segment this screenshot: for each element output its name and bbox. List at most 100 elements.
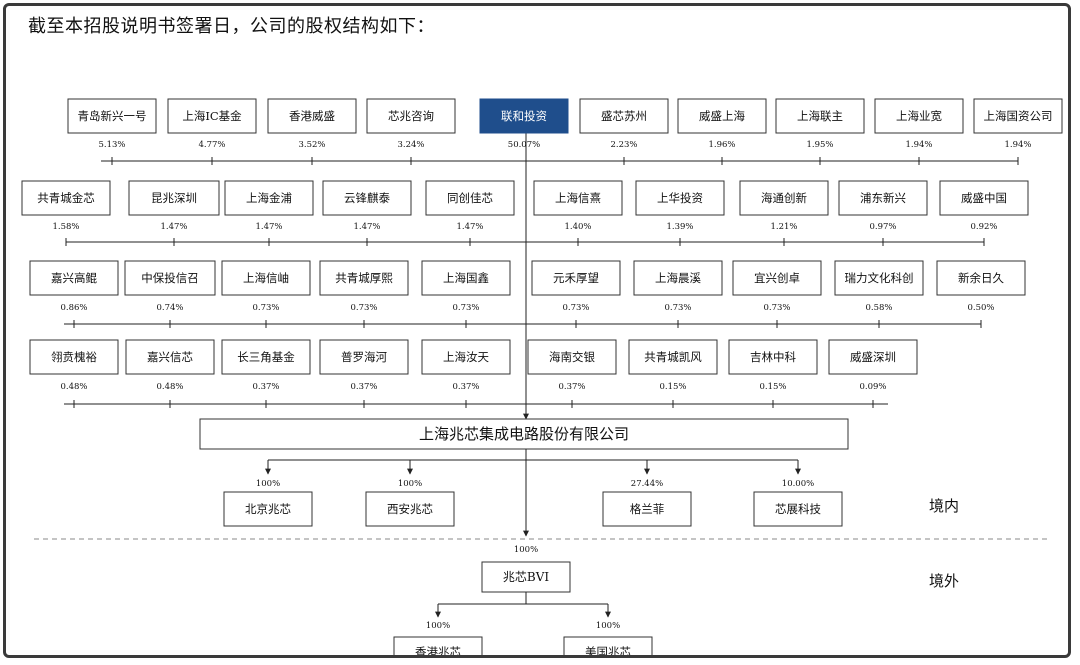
domestic-sub-4-box <box>753 491 843 527</box>
shareholder-1-5-box <box>479 98 569 134</box>
domestic-sub-3: 格兰菲 <box>602 491 692 527</box>
shareholder-2-10: 威盛中国 <box>939 180 1029 216</box>
shareholder-pct-4-8: 0.15% <box>759 382 786 392</box>
shareholder-pct-2-7: 1.39% <box>666 222 693 232</box>
domestic-sub-2: 西安兆芯 <box>365 491 455 527</box>
shareholder-2-9-box <box>838 180 928 216</box>
shareholder-pct-1-7: 1.96% <box>708 140 735 150</box>
shareholder-4-4: 普罗海河 <box>319 339 409 375</box>
shareholder-2-9: 浦东新兴 <box>838 180 928 216</box>
shareholder-3-8-box <box>732 260 822 296</box>
shareholder-pct-2-2: 1.47% <box>160 222 187 232</box>
shareholder-2-5-box <box>425 180 515 216</box>
shareholder-1-3: 香港威盛 <box>267 98 357 134</box>
shareholder-pct-3-3: 0.73% <box>252 303 279 313</box>
shareholder-3-8-label: 宜兴创卓 <box>754 271 800 285</box>
shareholder-3-9: 瑞力文化科创 <box>834 260 924 296</box>
shareholder-1-8-label: 上海联主 <box>797 109 843 123</box>
domestic-sub-1-label: 北京兆芯 <box>245 502 291 516</box>
shareholder-4-9-box <box>828 339 918 375</box>
shareholder-pct-1-8: 1.95% <box>806 140 833 150</box>
domestic-sub-4-label: 芯展科技 <box>775 502 821 516</box>
shareholder-3-9-label: 瑞力文化科创 <box>845 271 914 285</box>
overseas-sub-2: 美国兆芯 <box>563 636 653 658</box>
overseas-pct-1: 100% <box>426 621 450 631</box>
shareholder-4-7-box <box>628 339 718 375</box>
shareholder-4-5-box <box>421 339 511 375</box>
shareholder-pct-1-10: 1.94% <box>1004 140 1031 150</box>
shareholder-4-5-label: 上海汝天 <box>443 350 489 364</box>
shareholder-2-5-label: 同创佳芯 <box>447 191 493 205</box>
bvi-pct: 100% <box>514 545 538 555</box>
shareholder-4-8: 吉林中科 <box>728 339 818 375</box>
shareholder-3-9-box <box>834 260 924 296</box>
shareholder-1-2-label: 上海IC基金 <box>182 109 242 123</box>
shareholder-2-7: 上华投资 <box>635 180 725 216</box>
shareholder-2-10-label: 威盛中国 <box>961 191 1007 205</box>
shareholder-4-7: 共青城凯风 <box>628 339 718 375</box>
shareholder-2-1-box <box>21 180 111 216</box>
shareholder-pct-1-5: 50.07% <box>508 140 540 150</box>
shareholder-4-6: 海南交银 <box>527 339 617 375</box>
shareholder-4-2: 嘉兴信芯 <box>125 339 215 375</box>
shareholder-1-3-box <box>267 98 357 134</box>
page-heading: 截至本招股说明书签署日，公司的股权结构如下： <box>28 16 435 37</box>
domestic-sub-1: 北京兆芯 <box>223 491 313 527</box>
domestic-pct-1: 100% <box>256 479 280 489</box>
shareholder-3-1: 嘉兴高鲲 <box>29 260 119 296</box>
shareholder-pct-4-2: 0.48% <box>156 382 183 392</box>
shareholder-1-1: 青岛新兴一号 <box>67 98 157 134</box>
domestic-sub-1-box <box>223 491 313 527</box>
shareholder-1-6: 盛芯苏州 <box>579 98 669 134</box>
shareholder-2-5: 同创佳芯 <box>425 180 515 216</box>
shareholder-pct-2-8: 1.21% <box>770 222 797 232</box>
shareholder-4-4-label: 普罗海河 <box>341 350 387 364</box>
shareholder-4-9: 威盛深圳 <box>828 339 918 375</box>
shareholder-3-7: 上海晨溪 <box>633 260 723 296</box>
shareholder-3-7-label: 上海晨溪 <box>655 271 701 285</box>
company-box <box>199 418 849 450</box>
shareholder-pct-3-10: 0.50% <box>967 303 994 313</box>
shareholder-3-2-box <box>124 260 216 296</box>
shareholder-1-4: 芯兆咨询 <box>366 98 456 134</box>
shareholder-pct-1-9: 1.94% <box>905 140 932 150</box>
domestic-sub-3-box <box>602 491 692 527</box>
shareholder-1-1-label: 青岛新兴一号 <box>78 109 147 123</box>
shareholder-2-8-label: 海通创新 <box>761 191 807 205</box>
shareholder-3-5: 上海国鑫 <box>421 260 511 296</box>
shareholder-1-7-label: 威盛上海 <box>699 109 745 123</box>
shareholder-2-1: 共青城金芯 <box>21 180 111 216</box>
bvi-box <box>481 561 571 593</box>
shareholder-1-2: 上海IC基金 <box>167 98 257 134</box>
shareholder-pct-1-3: 3.52% <box>298 140 325 150</box>
shareholder-2-3-label: 上海金浦 <box>246 191 292 205</box>
shareholder-pct-2-9: 0.97% <box>869 222 896 232</box>
shareholder-3-6-box <box>531 260 621 296</box>
shareholder-1-4-label: 芯兆咨询 <box>388 109 434 123</box>
overseas-sub-1-label: 香港兆芯 <box>415 645 461 658</box>
shareholder-4-1-label: 翎贲槐裕 <box>51 350 97 364</box>
shareholder-2-6: 上海信熹 <box>533 180 623 216</box>
overseas-pct-2: 100% <box>596 621 620 631</box>
shareholder-3-10: 新余日久 <box>936 260 1026 296</box>
shareholder-pct-1-4: 3.24% <box>397 140 424 150</box>
shareholder-3-4-label: 共青城厚熙 <box>335 271 393 285</box>
shareholder-3-1-box <box>29 260 119 296</box>
bvi: 兆芯BVI <box>481 561 571 593</box>
overseas-sub-2-label: 美国兆芯 <box>585 645 631 658</box>
overseas-sub-1-box <box>393 636 483 655</box>
shareholder-pct-2-6: 1.40% <box>564 222 591 232</box>
shareholder-3-7-box <box>633 260 723 296</box>
shareholder-3-10-box <box>936 260 1026 296</box>
shareholder-2-1-label: 共青城金芯 <box>37 191 95 205</box>
shareholder-2-2-box <box>128 180 220 216</box>
domestic-sub-2-box <box>365 491 455 527</box>
shareholder-4-3: 长三角基金 <box>221 339 311 375</box>
shareholder-2-7-box <box>635 180 725 216</box>
shareholder-pct-3-1: 0.86% <box>60 303 87 313</box>
shareholder-3-10-label: 新余日久 <box>958 271 1004 285</box>
company-label: 上海兆芯集成电路股份有限公司 <box>419 425 629 443</box>
shareholder-4-3-label: 长三角基金 <box>237 350 295 364</box>
shareholder-2-2-label: 昆兆深圳 <box>151 191 197 205</box>
